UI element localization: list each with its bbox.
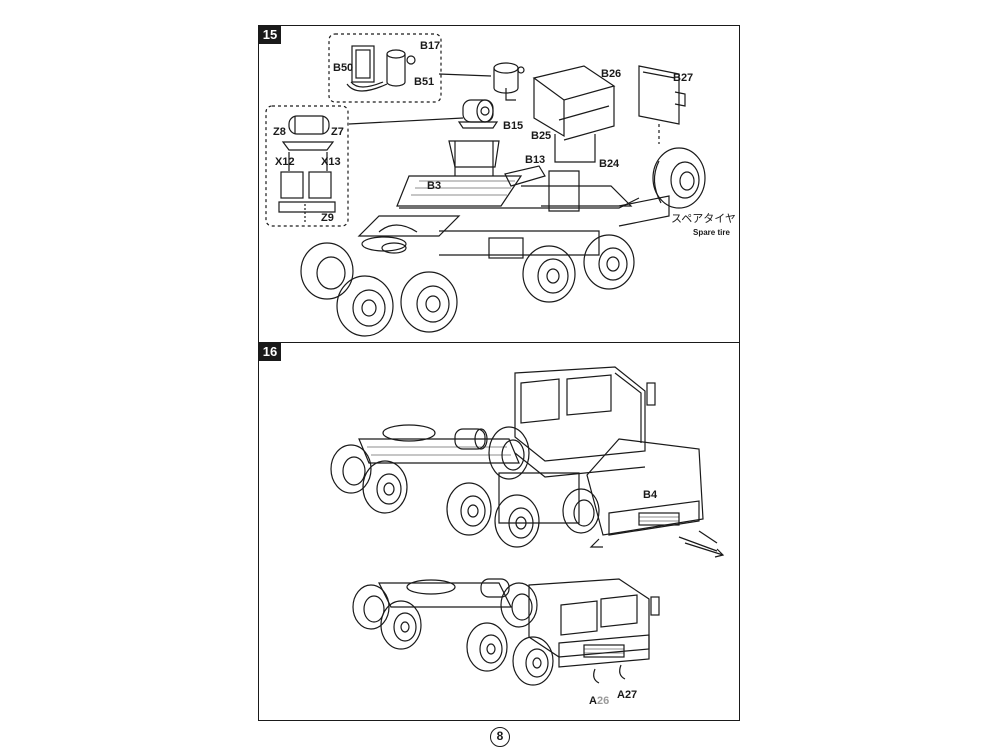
part-label-b25: B25 (531, 130, 552, 142)
part-label-z8: Z8 (273, 126, 286, 138)
part-label-b24: B24 (599, 158, 620, 170)
part-label-a26-prefix: A (589, 695, 597, 707)
part-label-a27: A27 (617, 689, 638, 701)
callout-b50-assembly (328, 33, 442, 103)
spare-tire-label-jp: スペアタイヤ (671, 213, 736, 225)
part-label-z7: Z7 (331, 126, 344, 138)
part-label-b13: B13 (525, 154, 546, 166)
callout-winch-assembly (265, 105, 349, 227)
part-label-b15: B15 (503, 120, 524, 132)
part-label-x13: X13 (321, 156, 341, 168)
part-label-z9: Z9 (321, 212, 334, 224)
cab-upper (514, 366, 646, 462)
step-16-illustration (330, 366, 725, 686)
step-15-illustration (265, 33, 706, 337)
upper-truck-wheels (330, 444, 600, 548)
part-label-b26: B26 (601, 68, 622, 80)
part-label-b50: B50 (333, 62, 354, 74)
part-label-a26: A26 (589, 695, 609, 707)
part-label-x12: X12 (275, 156, 295, 168)
step-16-panel: 16 (258, 343, 740, 721)
lower-truck-wheels (352, 584, 554, 686)
part-label-b51: B51 (414, 76, 435, 88)
step-15-panel: 15 (258, 25, 740, 343)
part-label-b4: B4 (643, 489, 658, 501)
part-label-a26-number: 26 (596, 695, 610, 707)
part-label-b17: B17 (420, 40, 441, 52)
part-label-b27: B27 (673, 72, 694, 84)
truck-wheels (300, 234, 635, 337)
step-16-number: 16 (259, 343, 281, 361)
spare-tire-label-en: Spare tire (693, 228, 730, 237)
page-number: 8 (490, 727, 510, 747)
step-15-number: 15 (259, 26, 281, 44)
part-label-b3: B3 (427, 180, 442, 192)
b3-platform (396, 175, 523, 207)
